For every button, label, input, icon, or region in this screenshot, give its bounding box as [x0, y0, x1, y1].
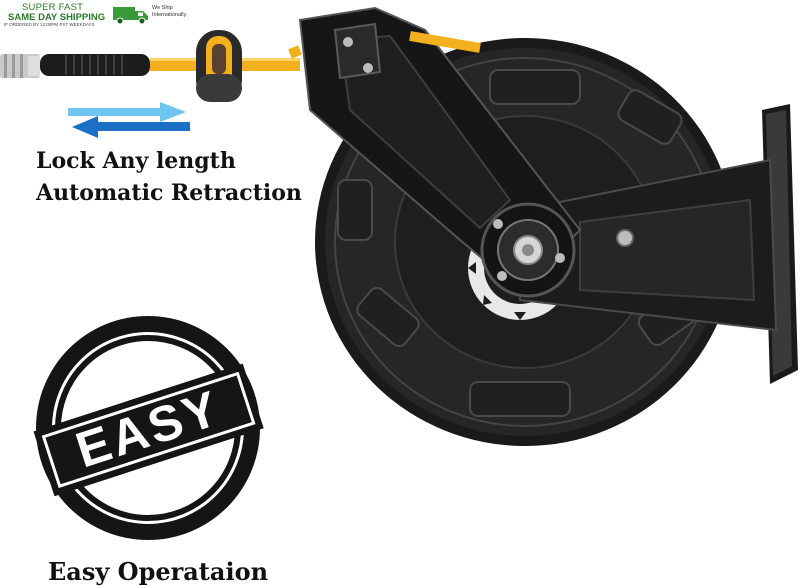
hose-reel-illustration: [288, 6, 798, 446]
easy-stamp-graphic: EASY: [33, 316, 264, 540]
banner-line-3: IF ORDERED BY 12:00PM PST WEEKDAYS: [4, 22, 95, 27]
banner-line-2: SAME DAY SHIPPING: [8, 12, 106, 23]
feature-lock-length: Lock Any length: [36, 148, 236, 174]
retract-arrows-icon: [68, 102, 190, 138]
hose-illustration: [0, 30, 300, 102]
feature-auto-retraction: Automatic Retraction: [36, 180, 302, 206]
feature-easy-operation: Easy Operataion: [48, 557, 269, 586]
shipping-banner: SUPER FAST SAME DAY SHIPPING IF ORDERED …: [0, 0, 200, 30]
ship-internationally-note: We Ship Internationally: [152, 5, 187, 18]
delivery-truck-icon: [113, 7, 148, 25]
banner-line-1: SUPER FAST: [22, 2, 84, 13]
